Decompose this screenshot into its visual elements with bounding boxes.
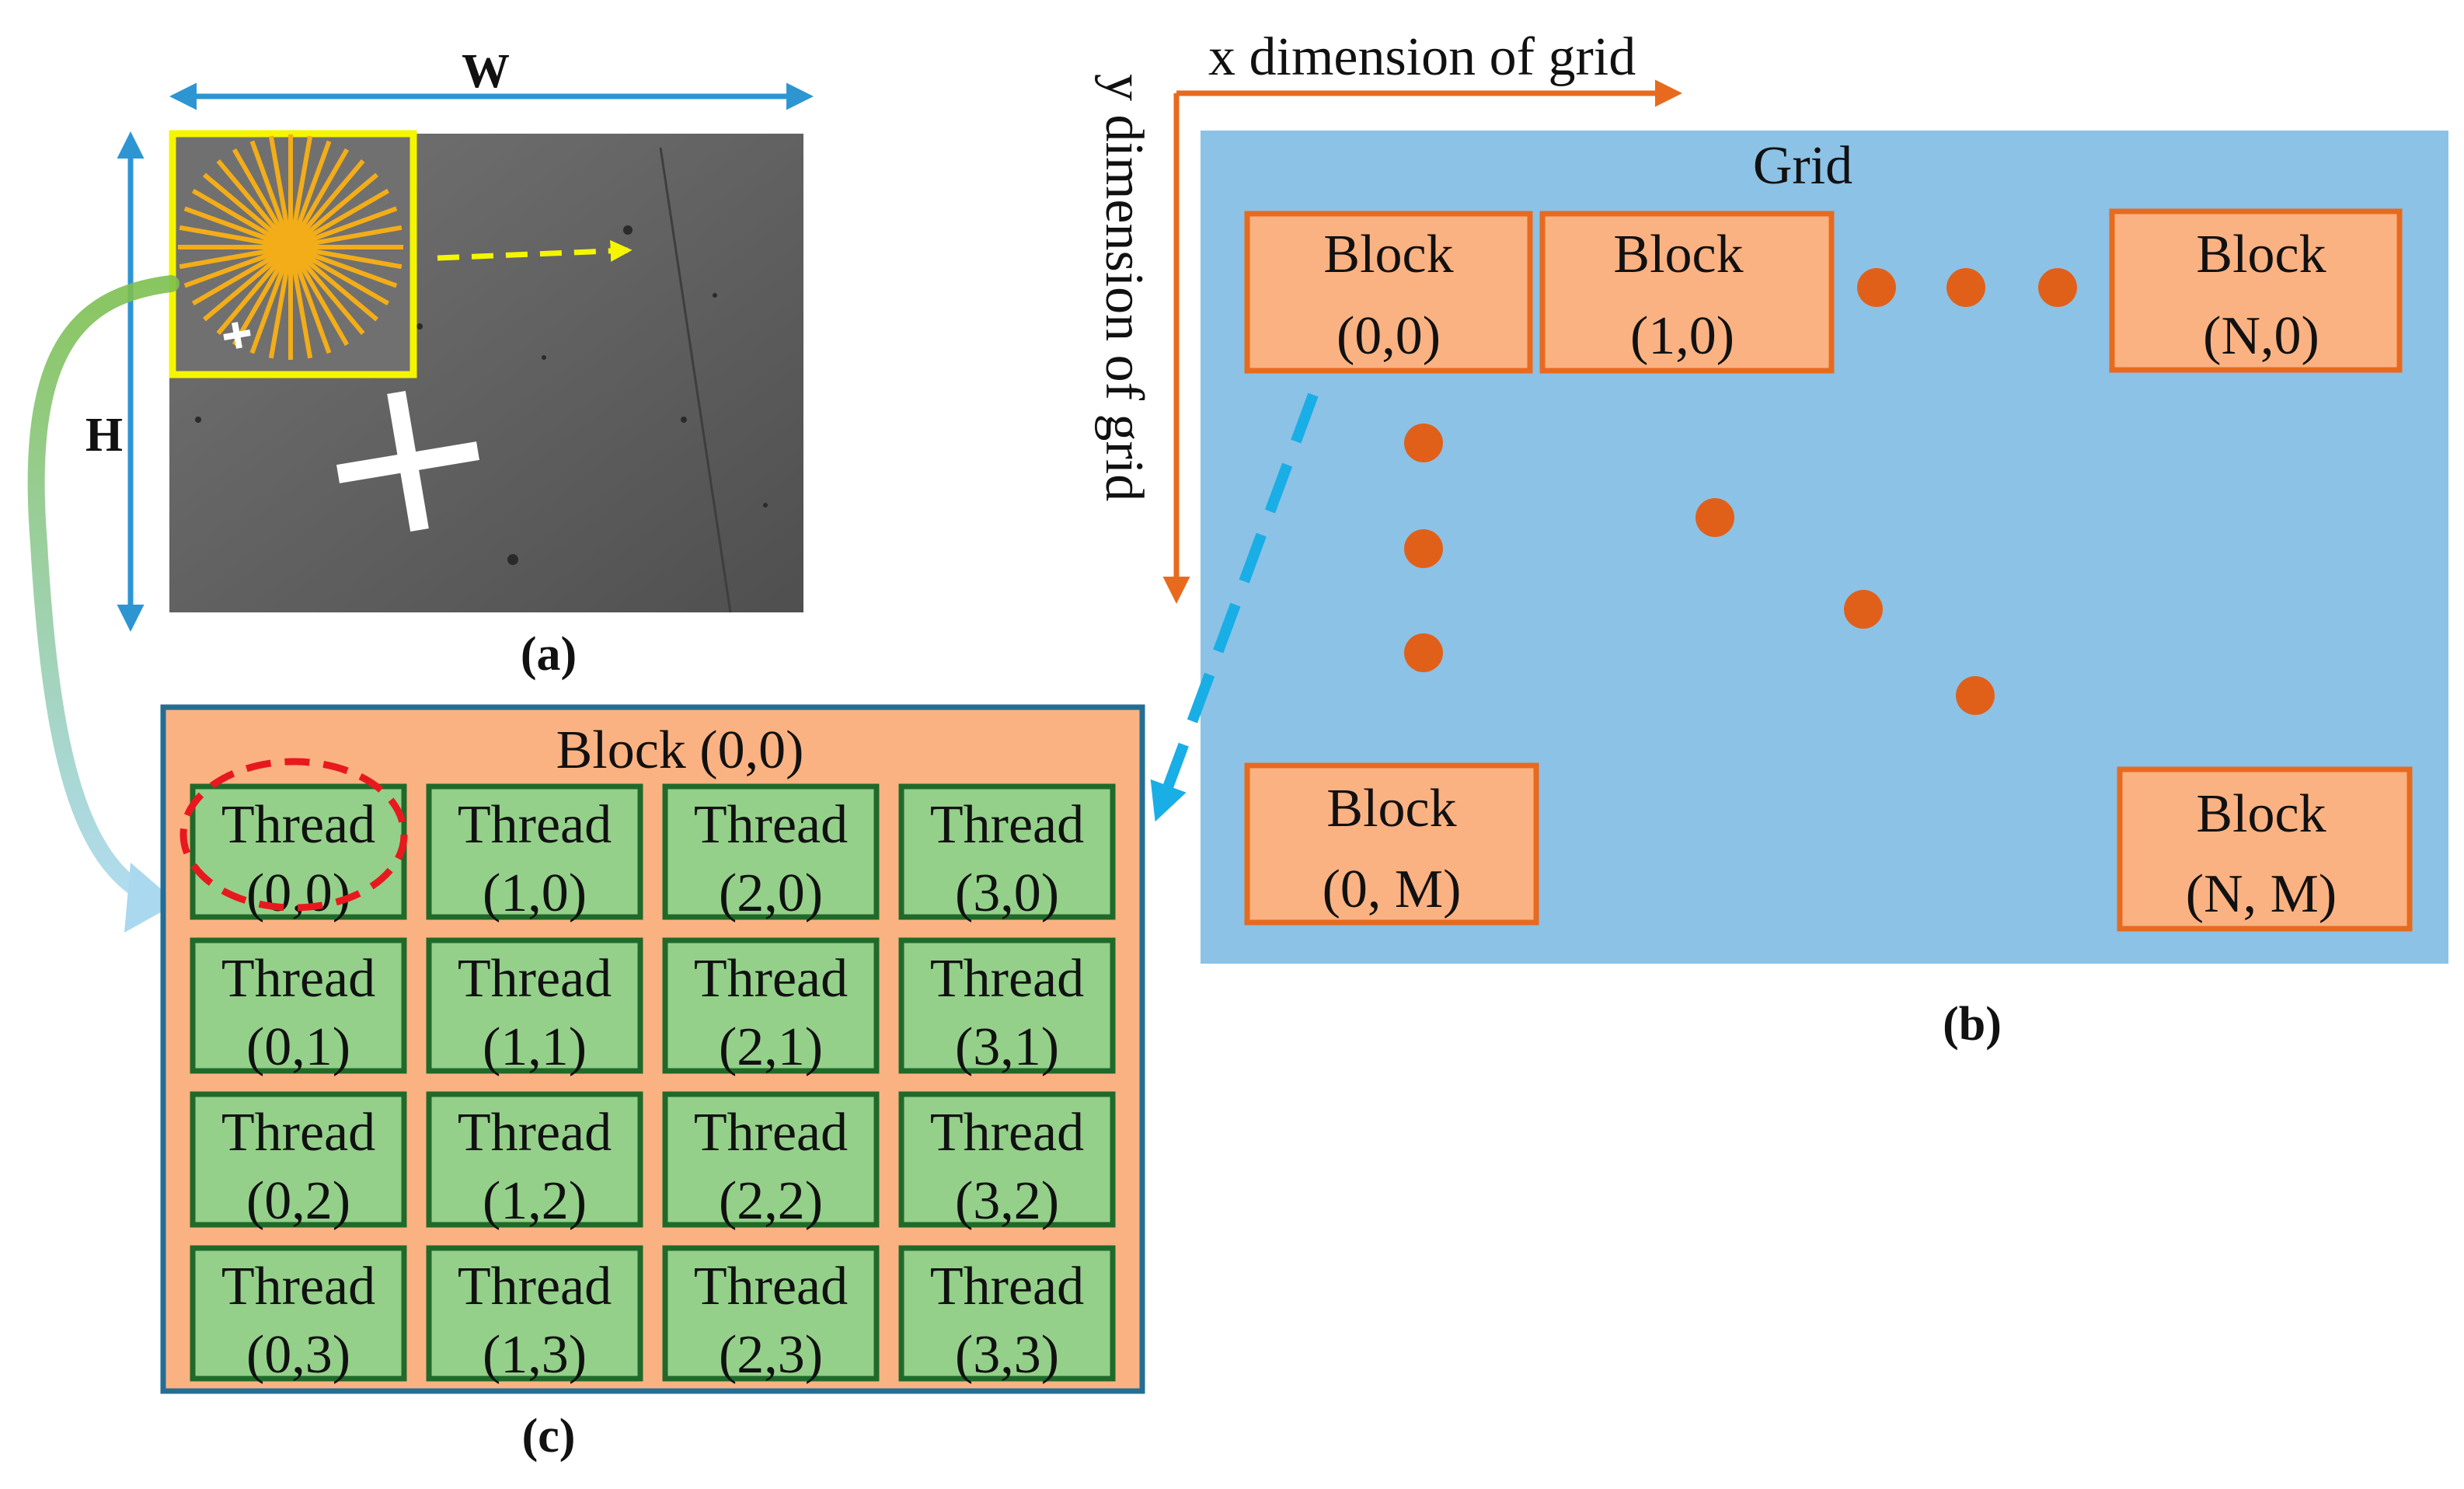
caption-c: (c) [522, 1410, 576, 1463]
thread-cell: Thread (0,2) [190, 1091, 407, 1231]
thread-title: Thread [694, 1103, 848, 1163]
thread-title: Thread [221, 949, 375, 1009]
dot [1857, 268, 1896, 307]
block-title: Block [1323, 225, 1453, 284]
block-title: Block [1613, 225, 1743, 284]
y-axis-label: y dimension of grid [1094, 74, 1154, 501]
block-0-0: Block (0,0) [1244, 211, 1533, 374]
block-coord: (N, M) [2186, 864, 2337, 924]
thread-title: Thread [458, 949, 612, 1009]
thread-cell: Thread (1,0) [426, 783, 643, 923]
thread-cell: Thread (3,0) [898, 783, 1116, 923]
block-n-m: Block (N, M) [2117, 766, 2413, 932]
dot [1946, 268, 1985, 307]
panel-a: W H (a) [85, 45, 814, 681]
block-title: Block [1326, 779, 1456, 839]
block-1-0: Block (1,0) [1539, 211, 1835, 374]
thread-title: Thread [458, 795, 612, 855]
sunburst-pattern [178, 134, 403, 360]
thread-title: Thread [694, 1257, 848, 1316]
grid-label: Grid [1753, 136, 1852, 196]
caption-a: (a) [521, 628, 577, 681]
thread-coord: (2,2) [719, 1171, 823, 1231]
block-coord: (0,0) [1337, 306, 1441, 366]
ellipsis-dots [1404, 268, 2077, 715]
thread-cell: Thread (2,3) [662, 1245, 880, 1385]
dot [1404, 633, 1443, 672]
thread-coord: (1,2) [483, 1171, 587, 1231]
thread-cell: Thread (1,2) [426, 1091, 643, 1231]
thread-coord: (3,2) [955, 1171, 1059, 1231]
height-label: H [85, 409, 123, 462]
thread-title: Thread [458, 1257, 612, 1316]
thread-cell: Thread (1,3) [426, 1245, 643, 1385]
thread-cell: Thread (3,2) [898, 1091, 1116, 1231]
thread-cell: Thread (2,2) [662, 1091, 880, 1231]
thread-coord: (1,3) [483, 1325, 587, 1385]
thread-cell: Thread (2,0) [662, 783, 880, 923]
thread-cell: Thread (1,1) [426, 937, 643, 1077]
thread-cell: Thread (0,1) [190, 937, 407, 1077]
thread-coord: (3,1) [955, 1017, 1059, 1077]
x-axis-label: x dimension of grid [1208, 27, 1636, 87]
dot [1844, 590, 1883, 629]
thread-coord: (0,0) [246, 863, 350, 923]
thread-title: Thread [221, 1103, 375, 1163]
thread-title: Thread [221, 1257, 375, 1316]
image-scratch [659, 147, 732, 613]
thread-cell: Thread (0,3) [190, 1245, 407, 1385]
thread-cell: Thread (2,1) [662, 937, 880, 1077]
selected-thread-highlight [179, 758, 408, 912]
thread-title: Thread [930, 1103, 1084, 1163]
thread-cell: Thread (3,1) [898, 937, 1116, 1077]
thread-coord: (0,1) [246, 1017, 350, 1077]
crosshair-icon [336, 390, 479, 532]
mapping-arrow [27, 275, 179, 933]
thread-coord: (2,3) [719, 1325, 823, 1385]
panel-c: Block (0,0) Thread(0,0)Thread(1,0)Thread… [160, 704, 1145, 1463]
caption-b: (b) [1943, 998, 2002, 1051]
dot [1404, 529, 1443, 568]
thread-title: Thread [458, 1103, 612, 1163]
thread-coord: (1,0) [483, 863, 587, 923]
thread-coord: (3,3) [955, 1325, 1059, 1385]
block-coord: (1,0) [1630, 306, 1734, 366]
sunburst-center [269, 225, 312, 269]
thread-cell: Thread (3,3) [898, 1245, 1116, 1385]
thread-coord: (0,3) [246, 1325, 350, 1385]
thread-cell: Thread (0,0) [190, 783, 407, 923]
small-crosshair-icon [223, 322, 251, 349]
block-coord: (N,0) [2203, 306, 2319, 366]
block-0-m: Block (0, M) [1244, 762, 1539, 926]
thread-title: Thread [930, 1257, 1084, 1316]
dot [2038, 268, 2077, 307]
block-detail-label: Block (0,0) [556, 720, 804, 780]
panel-b: Grid x dimension of grid y dimension of … [1094, 27, 2448, 1051]
thread-title: Thread [221, 795, 375, 855]
thread-coord: (0,2) [246, 1171, 350, 1231]
thread-coord: (3,0) [955, 863, 1059, 923]
thread-title: Thread [694, 949, 848, 1009]
image-specks [195, 225, 768, 565]
thread-title: Thread [930, 795, 1084, 855]
block-title: Block [2196, 784, 2326, 844]
dot [1956, 676, 1995, 715]
block-title: Block [2196, 225, 2326, 284]
dot [1404, 424, 1443, 462]
thread-grid: Thread (0,0) Thread (1,0) Thread (2,0) Thread (… [190, 783, 1116, 1385]
thread-coord: (2,1) [719, 1017, 823, 1077]
thread-coord: (1,1) [483, 1017, 587, 1077]
thread-coord: (2,0) [719, 863, 823, 923]
block-n-0: Block (N,0) [2109, 208, 2403, 373]
thread-title: Thread [930, 949, 1084, 1009]
width-label: W [462, 45, 510, 98]
thread-title: Thread [694, 795, 848, 855]
dot [1696, 498, 1734, 537]
block-coord: (0, M) [1323, 860, 1462, 919]
